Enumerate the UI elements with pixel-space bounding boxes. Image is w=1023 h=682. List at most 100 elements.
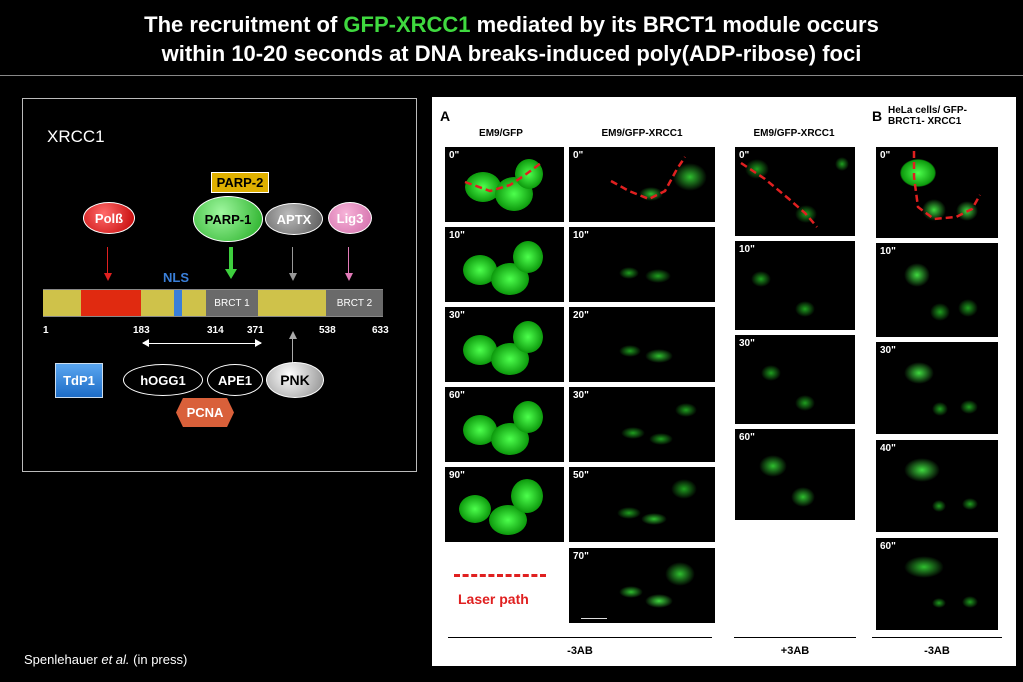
cell-blob — [675, 403, 697, 417]
laser-path-legend-line — [454, 574, 546, 577]
nls-label: NLS — [163, 270, 189, 285]
parp2-box: PARP-2 — [211, 172, 269, 193]
title-line-1: The recruitment of GFP-XRCC1 mediated by… — [0, 10, 1023, 39]
cell-blob — [513, 401, 543, 433]
cell-blob — [645, 349, 673, 363]
cell-blob — [759, 455, 787, 477]
citation: Spenlehauer et al. (in press) — [24, 652, 187, 667]
micrograph-frame: 30" — [444, 306, 565, 383]
time-label: 50" — [573, 470, 589, 481]
linker-segment — [258, 290, 326, 316]
cell-blob — [900, 159, 936, 187]
cell-blob — [645, 269, 671, 283]
condition-label: +3AB — [780, 645, 810, 657]
title-text: The recruitment of — [144, 12, 344, 37]
schematic-label: XRCC1 — [47, 127, 105, 146]
cell-blob — [745, 159, 769, 179]
residue-label: 183 — [133, 325, 150, 336]
cell-blob — [513, 241, 543, 273]
laser-path — [610, 156, 687, 201]
time-label: 60" — [739, 432, 755, 443]
laser-path — [740, 161, 818, 228]
cell-blob — [649, 433, 673, 445]
cell-blob — [904, 458, 940, 482]
micrograph-frame: 20" — [568, 306, 716, 383]
pnk-ellipse: PNK — [266, 362, 324, 398]
micrograph-frame: 30" — [568, 386, 716, 463]
cell-blob — [960, 400, 978, 414]
cell-blob — [621, 427, 645, 439]
micrograph-frame: 10" — [444, 226, 565, 303]
micrograph-frame: 60" — [875, 537, 999, 631]
n-terminal-segment — [43, 290, 81, 316]
microscopy-figure: A B EM9/GFP EM9/GFP-XRCC1 EM9/GFP-XRCC1 … — [432, 97, 1016, 666]
lig3-ellipse: Lig3 — [328, 202, 372, 234]
nls-segment — [174, 290, 182, 316]
cell-blob — [962, 498, 978, 510]
aptx-ellipse: APTX — [265, 203, 323, 235]
xrcc1-domain-bar: BRCT 1 BRCT 2 — [43, 289, 383, 317]
micrograph-frame: 30" — [875, 341, 999, 435]
micrograph-frame: 30" — [734, 334, 856, 425]
interaction-range-arrow — [142, 339, 262, 347]
tdp1-box: TdP1 — [55, 363, 103, 398]
panel-a-label: A — [440, 108, 451, 124]
panel-b-label: B — [872, 108, 883, 124]
time-label: 60" — [880, 541, 896, 552]
linker-segment — [182, 290, 206, 316]
time-label: 20" — [573, 310, 589, 321]
citation-italic: et al. — [101, 652, 130, 667]
scale-bar — [581, 618, 607, 619]
micrograph-frame: 60" — [444, 386, 565, 463]
residue-label: 1 — [43, 325, 49, 336]
brct2-segment: BRCT 2 — [326, 290, 383, 316]
brct1-segment: BRCT 1 — [206, 290, 258, 316]
time-label: 10" — [449, 230, 465, 241]
column-header: EM9/GFP-XRCC1 — [753, 128, 835, 139]
cell-blob — [665, 562, 695, 586]
time-label: 30" — [573, 390, 589, 401]
time-label: 0" — [739, 150, 750, 161]
micrograph-frame: 10" — [734, 240, 856, 331]
slide-title: The recruitment of GFP-XRCC1 mediated by… — [0, 10, 1023, 68]
micrograph-frame: 50" — [568, 466, 716, 543]
hogg1-ellipse: hOGG1 — [123, 364, 203, 396]
title-divider — [0, 75, 1023, 76]
micrograph-frame: 90" — [444, 466, 565, 543]
residue-label: 633 — [372, 325, 389, 336]
cell-blob — [904, 556, 944, 578]
cell-blob — [619, 267, 639, 279]
laser-path-legend: Laser path — [458, 591, 529, 607]
condition-rule — [448, 637, 712, 638]
micrograph-frame: 10" — [875, 242, 999, 338]
cell-blob — [932, 598, 946, 608]
cell-blob — [932, 500, 946, 512]
micrograph-frame: 0" — [568, 146, 716, 223]
cell-blob — [904, 362, 934, 384]
cell-blob — [671, 479, 697, 499]
cell-blob — [904, 263, 930, 287]
cell-blob — [619, 345, 641, 357]
cell-blob — [795, 395, 815, 411]
cell-blob — [930, 303, 950, 321]
micrograph-frame: 70" — [568, 547, 716, 624]
laser-path — [464, 162, 542, 193]
time-label: 10" — [739, 244, 755, 255]
cell-blob — [511, 479, 543, 513]
cell-blob — [641, 513, 667, 525]
time-label: 0" — [573, 150, 584, 161]
cell-blob — [617, 507, 641, 519]
title-line-2: within 10-20 seconds at DNA breaks-induc… — [161, 41, 862, 66]
cell-blob — [645, 594, 673, 608]
time-label: 30" — [880, 345, 896, 356]
polb-ellipse: Polß — [83, 202, 135, 234]
micrograph-frame: 10" — [568, 226, 716, 303]
cell-blob — [791, 487, 815, 507]
condition-rule — [872, 637, 1002, 638]
citation-text: Spenlehauer — [24, 652, 102, 667]
citation-text: (in press) — [129, 652, 188, 667]
time-label: 0" — [449, 150, 460, 161]
cell-blob — [932, 402, 948, 416]
time-label: 0" — [880, 150, 891, 161]
cell-blob — [761, 365, 781, 381]
